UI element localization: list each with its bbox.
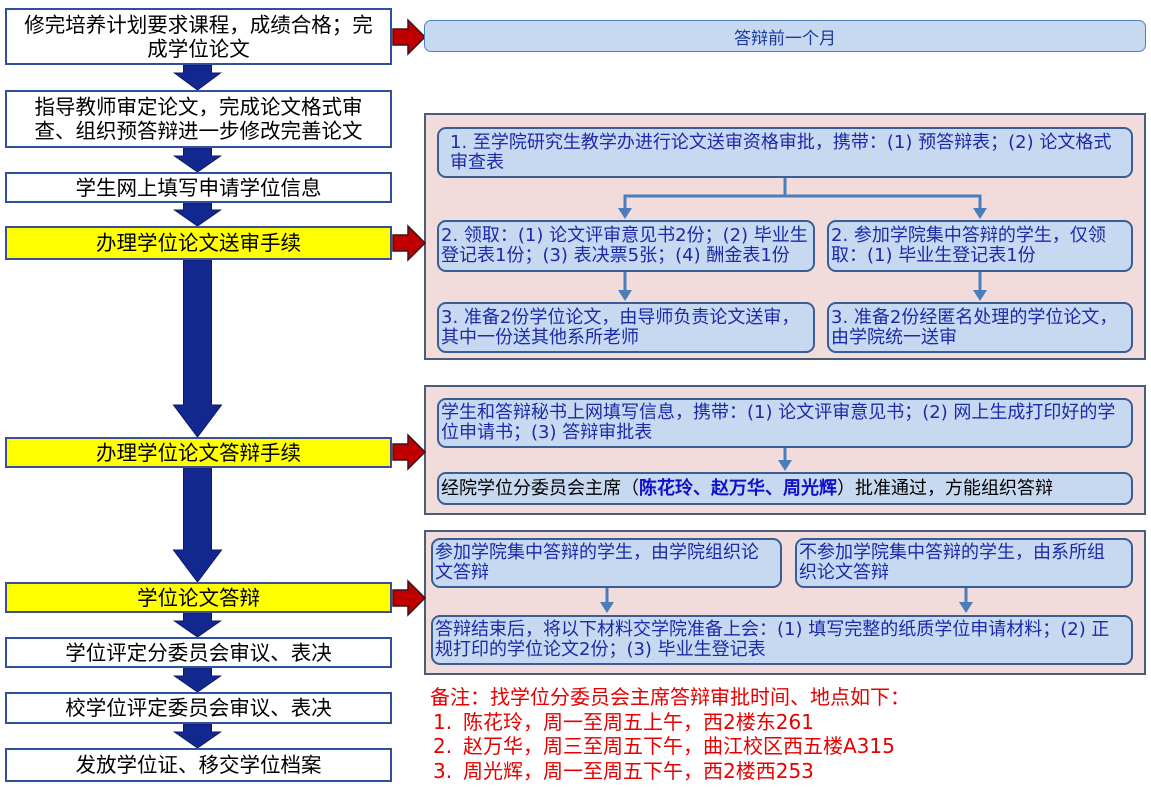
step-thesis-defense: 学位论文答辩 [5, 582, 392, 613]
flow-arrow-down [172, 612, 223, 638]
review-step2-college-text: 2. 参加学院集中答辩的学生，仅领取：(1) 毕业生登记表1份 [831, 225, 1106, 266]
review-step2-standard-box: 2. 领取：(1) 论文评审意见书2份；(2) 毕业生登记表1份；(3) 表决票… [437, 220, 815, 272]
flow-arrow-down [172, 147, 223, 173]
flow-arrow-down [172, 64, 223, 91]
review-step3-standard-text: 3. 准备2份学位论文，由导师负责论文送审，其中一份送其他系所老师 [441, 306, 800, 348]
step-online-degree-application: 学生网上填写申请学位信息 [5, 172, 392, 203]
defense-approval-text: 经院学位分委员会主席（陈花玲、赵万华、周光辉）批准通过，方能组织答辩 [441, 477, 1127, 499]
after-defense-text: 答辩结束后，将以下材料交学院准备上会：(1) 填写完整的纸质学位申请材料；(2)… [435, 619, 1110, 660]
flow-arrow-down [172, 467, 223, 583]
remarks: 备注：找学位分委员会主席答辩审批时间、地点如下： 1. 陈花玲，周一至周五上午，西… [430, 685, 1130, 783]
review-step2-standard-text: 2. 领取：(1) 论文评审意见书2份；(2) 毕业生登记表1份；(3) 表决票… [441, 225, 808, 266]
step-label: 学位评定分委员会审议、表决 [65, 640, 332, 665]
defense-application-step1-box: 学生和答辩秘书上网填写信息，携带：(1) 论文评审意见书；(2) 网上生成打印好… [437, 398, 1133, 448]
department-defense-text: 不参加学院集中答辩的学生，由系所组织论文答辩 [799, 542, 1105, 583]
step-label: 办理学位论文答辩手续 [96, 440, 301, 465]
step-complete-coursework-thesis: 修完培养计划要求课程，成绩合格；完成学位论文 [5, 8, 392, 65]
step-thesis-review-procedure: 办理学位论文送审手续 [5, 226, 392, 260]
step-subcommittee-vote: 学位评定分委员会审议、表决 [5, 637, 392, 668]
step-label: 学位论文答辩 [137, 585, 260, 610]
review-step3-standard-box: 3. 准备2份学位论文，由导师负责论文送审，其中一份送其他系所老师 [437, 302, 815, 353]
remark-number: 3. [433, 758, 453, 783]
review-step3-college-text: 3. 准备2份经匿名处理的学位论文，由学院统一送审 [831, 306, 1118, 348]
step-label: 指导教师审定论文，完成论文格式审查、组织预答辩进一步修改完善论文 [34, 95, 363, 143]
flow-arrow-down [172, 723, 223, 749]
approval-chair-names: 陈花玲、赵万华、周光辉 [639, 477, 837, 499]
approval-suffix: ）批准通过，方能组织答辩 [837, 477, 1053, 499]
pointer-arrows [392, 18, 427, 617]
timing-note: 答辩前一个月 [424, 20, 1146, 52]
timing-note-label: 答辩前一个月 [734, 28, 836, 49]
step-label: 校学位评定委员会审议、表决 [65, 696, 332, 720]
flow-arrow-down [172, 667, 223, 693]
step-university-committee-vote: 校学位评定委员会审议、表决 [5, 692, 392, 724]
after-defense-box: 答辩结束后，将以下材料交学院准备上会：(1) 填写完整的纸质学位申请材料；(2)… [431, 615, 1133, 665]
remark-item: 3. 周光辉，周一至周五下午，西2楼西253 [430, 759, 1130, 784]
remark-text: 陈花玲，周一至周五上午，西2楼东261 [463, 709, 814, 734]
department-defense-box: 不参加学院集中答辩的学生，由系所组织论文答辩 [795, 538, 1133, 588]
remark-text: 周光辉，周一至周五下午，西2楼西253 [463, 758, 814, 783]
pointer-arrow-defense-application-panel [392, 433, 427, 471]
review-step1-box: 1. 至学院研究生教学办进行论文送审资格审批，携带：(1) 预答辩表；(2) 论… [437, 127, 1133, 178]
step-label: 发放学位证、移交学位档案 [75, 753, 322, 777]
remarks-title: 备注：找学位分委员会主席答辩审批时间、地点如下： [430, 685, 910, 709]
remark-item: 1. 陈花玲，周一至周五上午，西2楼东261 [430, 710, 1130, 735]
defense-application-step1-text: 学生和答辩秘书上网填写信息，携带：(1) 论文评审意见书；(2) 网上生成打印好… [441, 402, 1116, 443]
remark-text: 赵万华，周三至周五下午，曲江校区西五楼A315 [463, 734, 895, 758]
flow-arrow-down [172, 202, 223, 227]
remark-number: 2. [433, 734, 453, 758]
step-label: 修完培养计划要求课程，成绩合格；完成学位论文 [24, 12, 373, 61]
step-degree-issuance: 发放学位证、移交学位档案 [5, 748, 392, 782]
step-label: 办理学位论文送审手续 [96, 231, 301, 255]
step-advisor-review: 指导教师审定论文，完成论文格式审查、组织预答辩进一步修改完善论文 [5, 90, 392, 148]
review-step2-college-box: 2. 参加学院集中答辩的学生，仅领取：(1) 毕业生登记表1份 [827, 220, 1133, 272]
remark-number: 1. [433, 709, 453, 734]
step-label: 学生网上填写申请学位信息 [75, 175, 322, 200]
review-step1-text: 1. 至学院研究生教学办进行论文送审资格审批，携带：(1) 预答辩表；(2) 论… [450, 131, 1112, 173]
flow-arrow-down [172, 259, 223, 438]
college-defense-box: 参加学院集中答辩的学生，由学院组织论文答辩 [431, 538, 782, 588]
pointer-arrow-defense-panel [392, 579, 427, 617]
defense-approval-box: 经院学位分委员会主席（陈花玲、赵万华、周光辉）批准通过，方能组织答辩 [437, 472, 1133, 505]
pointer-arrow-review-panel [392, 224, 427, 262]
step-defense-procedure: 办理学位论文答辩手续 [5, 437, 392, 468]
review-step3-college-box: 3. 准备2份经匿名处理的学位论文，由学院统一送审 [827, 302, 1133, 353]
college-defense-text: 参加学院集中答辩的学生，由学院组织论文答辩 [435, 542, 759, 583]
remark-item: 2. 赵万华，周三至周五下午，曲江校区西五楼A315 [430, 734, 1130, 759]
approval-prefix: 经院学位分委员会主席（ [441, 477, 639, 499]
pointer-arrow-timing [392, 18, 427, 56]
